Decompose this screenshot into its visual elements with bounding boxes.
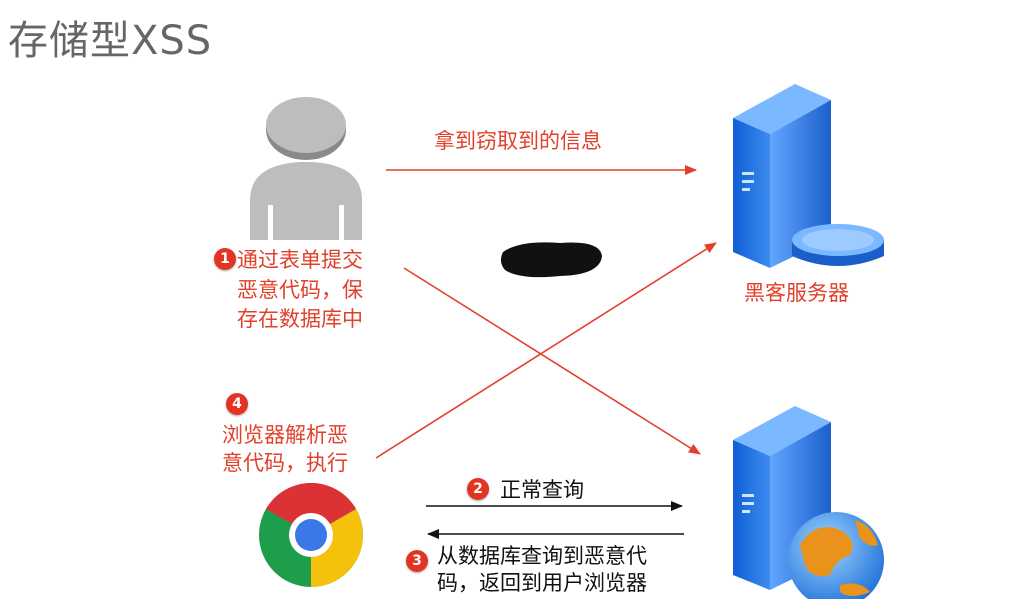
user-icon bbox=[250, 97, 362, 240]
step-1-text-line1: 通过表单提交 bbox=[237, 248, 363, 272]
chrome-browser-icon bbox=[259, 483, 363, 587]
step-3-text-line1: 从数据库查询到恶意代 bbox=[437, 544, 647, 568]
step-1-text-line3: 存在数据库中 bbox=[237, 307, 363, 331]
arrow-label-stolen-info: 拿到窃取到的信息 bbox=[434, 129, 602, 153]
web-server-icon bbox=[733, 406, 884, 599]
arrow-user-to-web-server bbox=[403, 267, 701, 455]
step-2-badge: 2 bbox=[467, 478, 489, 500]
step-3-badge: 3 bbox=[406, 550, 428, 572]
step-4-text-line2: 意代码，执行 bbox=[222, 451, 348, 475]
redaction-mark bbox=[500, 242, 602, 278]
hacker-server-label: 黑客服务器 bbox=[744, 281, 849, 305]
hacker-server-icon bbox=[733, 84, 884, 268]
arrow-browser-to-hacker-server bbox=[375, 242, 717, 459]
step-1-badge: 1 bbox=[214, 248, 236, 270]
step-3-text-line2: 码，返回到用户浏览器 bbox=[437, 571, 647, 595]
page-title: 存储型XSS bbox=[8, 18, 213, 64]
step-2-text: 正常查询 bbox=[500, 478, 584, 502]
step-1-text-line2: 恶意代码，保 bbox=[237, 278, 363, 302]
step-4-badge: 4 bbox=[226, 393, 248, 415]
step-4-text-line1: 浏览器解析恶 bbox=[222, 423, 348, 447]
